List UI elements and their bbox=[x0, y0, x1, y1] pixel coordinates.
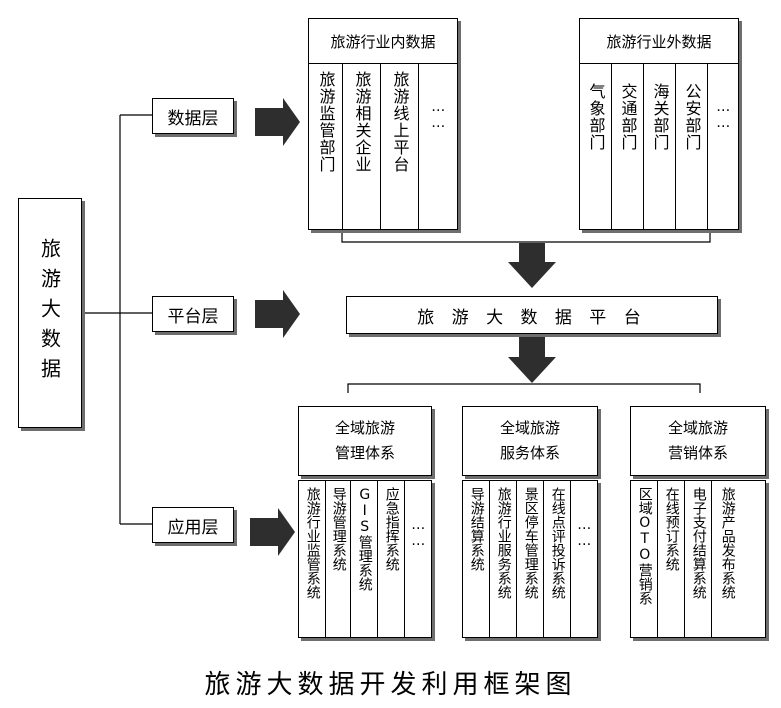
external-item-col: 交通部门 bbox=[612, 63, 644, 229]
management-header-box: 全域旅游 管理体系 bbox=[298, 406, 432, 476]
arrow-right-app-icon bbox=[250, 508, 295, 556]
service-item-label: 在线点评投诉系统 bbox=[549, 487, 566, 599]
management-title-line1: 全域旅游 bbox=[334, 418, 395, 437]
arrow-down-platform-icon bbox=[508, 243, 556, 288]
external-item-col: 气象部门 bbox=[580, 63, 612, 229]
external-item-col: 公安部门 bbox=[676, 63, 708, 229]
service-header-box: 全域旅游 服务体系 bbox=[462, 406, 598, 476]
management-item-col: 旅游行业监管系统 bbox=[299, 481, 326, 637]
external-item-label: 海关部门 bbox=[650, 83, 670, 151]
management-item-col: 应急指挥系统 bbox=[378, 481, 405, 637]
internal-item-label: 旅游线上平台 bbox=[390, 71, 410, 173]
management-item-col: …… bbox=[405, 481, 430, 637]
management-item-label: GIS管理系统 bbox=[356, 487, 373, 591]
marketing-header-box: 全域旅游 营销体系 bbox=[630, 406, 766, 476]
marketing-item-label: 区域OTO营销系 bbox=[636, 487, 653, 605]
external-data-box: 旅游行业外数据 气象部门 交通部门 海关部门 公安部门 …… bbox=[579, 18, 739, 230]
arrow-right-data-icon bbox=[255, 98, 300, 146]
platform-box: 旅 游 大 数 据 平 台 bbox=[346, 296, 718, 334]
internal-item-label: 旅游相关企业 bbox=[352, 71, 372, 173]
marketing-items-box: 区域OTO营销系 在线预订系统 电子支付结算系统 旅游产品发布系统 bbox=[630, 480, 766, 638]
marketing-title-line2: 营销体系 bbox=[667, 444, 728, 462]
external-item-label: …… bbox=[715, 99, 732, 131]
figure-caption: 旅游大数据开发利用框架图 bbox=[204, 670, 577, 700]
marketing-item-label: 在线预订系统 bbox=[663, 487, 680, 571]
marketing-item-label: 电子支付结算系统 bbox=[690, 487, 707, 599]
arrow-down-app-icon bbox=[508, 336, 556, 383]
management-items-box: 旅游行业监管系统 导游管理系统 GIS管理系统 应急指挥系统 …… bbox=[298, 480, 432, 638]
management-item-col: 导游管理系统 bbox=[326, 481, 351, 637]
service-item-col: 导游结算系统 bbox=[463, 481, 490, 637]
service-item-label: 景区停车管理系统 bbox=[522, 487, 539, 599]
management-item-label: …… bbox=[410, 517, 427, 549]
service-item-col: …… bbox=[571, 481, 596, 637]
service-item-label: 旅游行业服务系统 bbox=[495, 487, 512, 599]
service-item-col: 旅游行业服务系统 bbox=[490, 481, 517, 637]
internal-data-box: 旅游行业内数据 旅游监管部门 旅游相关企业 旅游线上平台 …… bbox=[308, 18, 458, 230]
root-box: 旅游大数据 bbox=[18, 198, 82, 428]
service-item-col: 在线点评投诉系统 bbox=[544, 481, 571, 637]
arrow-right-platform-icon bbox=[255, 290, 300, 338]
management-item-col: GIS管理系统 bbox=[351, 481, 378, 637]
service-title-line1: 全域旅游 bbox=[499, 418, 560, 437]
internal-item-col: 旅游线上平台 bbox=[381, 63, 419, 229]
management-item-label: 导游管理系统 bbox=[330, 487, 347, 571]
external-item-col: 海关部门 bbox=[644, 63, 676, 229]
app-layer-box: 应用层 bbox=[152, 507, 234, 543]
root-label: 旅游大数据 bbox=[37, 238, 62, 388]
internal-item-label: …… bbox=[430, 99, 447, 131]
service-item-label: 导游结算系统 bbox=[468, 487, 485, 571]
marketing-item-col: 电子支付结算系统 bbox=[685, 481, 712, 637]
data-bracket bbox=[341, 232, 711, 243]
external-item-label: 交通部门 bbox=[618, 83, 638, 151]
marketing-item-col: 区域OTO营销系 bbox=[631, 481, 658, 637]
marketing-item-col: 在线预订系统 bbox=[658, 481, 685, 637]
management-item-label: 旅游行业监管系统 bbox=[304, 487, 321, 599]
app-bracket bbox=[347, 383, 701, 393]
service-title-line2: 服务体系 bbox=[499, 444, 560, 462]
service-item-col: 景区停车管理系统 bbox=[517, 481, 544, 637]
service-item-label: …… bbox=[576, 517, 593, 549]
internal-data-title: 旅游行业内数据 bbox=[309, 19, 457, 64]
external-item-label: 公安部门 bbox=[682, 83, 702, 151]
internal-item-label: 旅游监管部门 bbox=[316, 71, 336, 173]
platform-layer-box: 平台层 bbox=[152, 296, 234, 332]
data-layer-label: 数据层 bbox=[167, 108, 219, 129]
external-item-label: 气象部门 bbox=[586, 83, 606, 151]
marketing-item-col: 旅游产品发布系统 bbox=[712, 481, 742, 637]
data-layer-box: 数据层 bbox=[152, 98, 234, 134]
platform-title: 旅 游 大 数 据 平 台 bbox=[417, 307, 647, 328]
management-item-label: 应急指挥系统 bbox=[383, 487, 400, 571]
external-data-title: 旅游行业外数据 bbox=[580, 19, 738, 64]
external-item-col: …… bbox=[708, 63, 737, 229]
internal-item-col: …… bbox=[419, 63, 456, 229]
service-items-box: 导游结算系统 旅游行业服务系统 景区停车管理系统 在线点评投诉系统 …… bbox=[462, 480, 598, 638]
internal-item-col: 旅游监管部门 bbox=[309, 63, 343, 229]
marketing-item-label: 旅游产品发布系统 bbox=[719, 487, 736, 599]
app-layer-label: 应用层 bbox=[167, 517, 219, 538]
platform-layer-label: 平台层 bbox=[167, 306, 219, 327]
internal-item-col: 旅游相关企业 bbox=[343, 63, 381, 229]
marketing-title-line1: 全域旅游 bbox=[667, 418, 728, 437]
management-title-line2: 管理体系 bbox=[334, 444, 395, 462]
